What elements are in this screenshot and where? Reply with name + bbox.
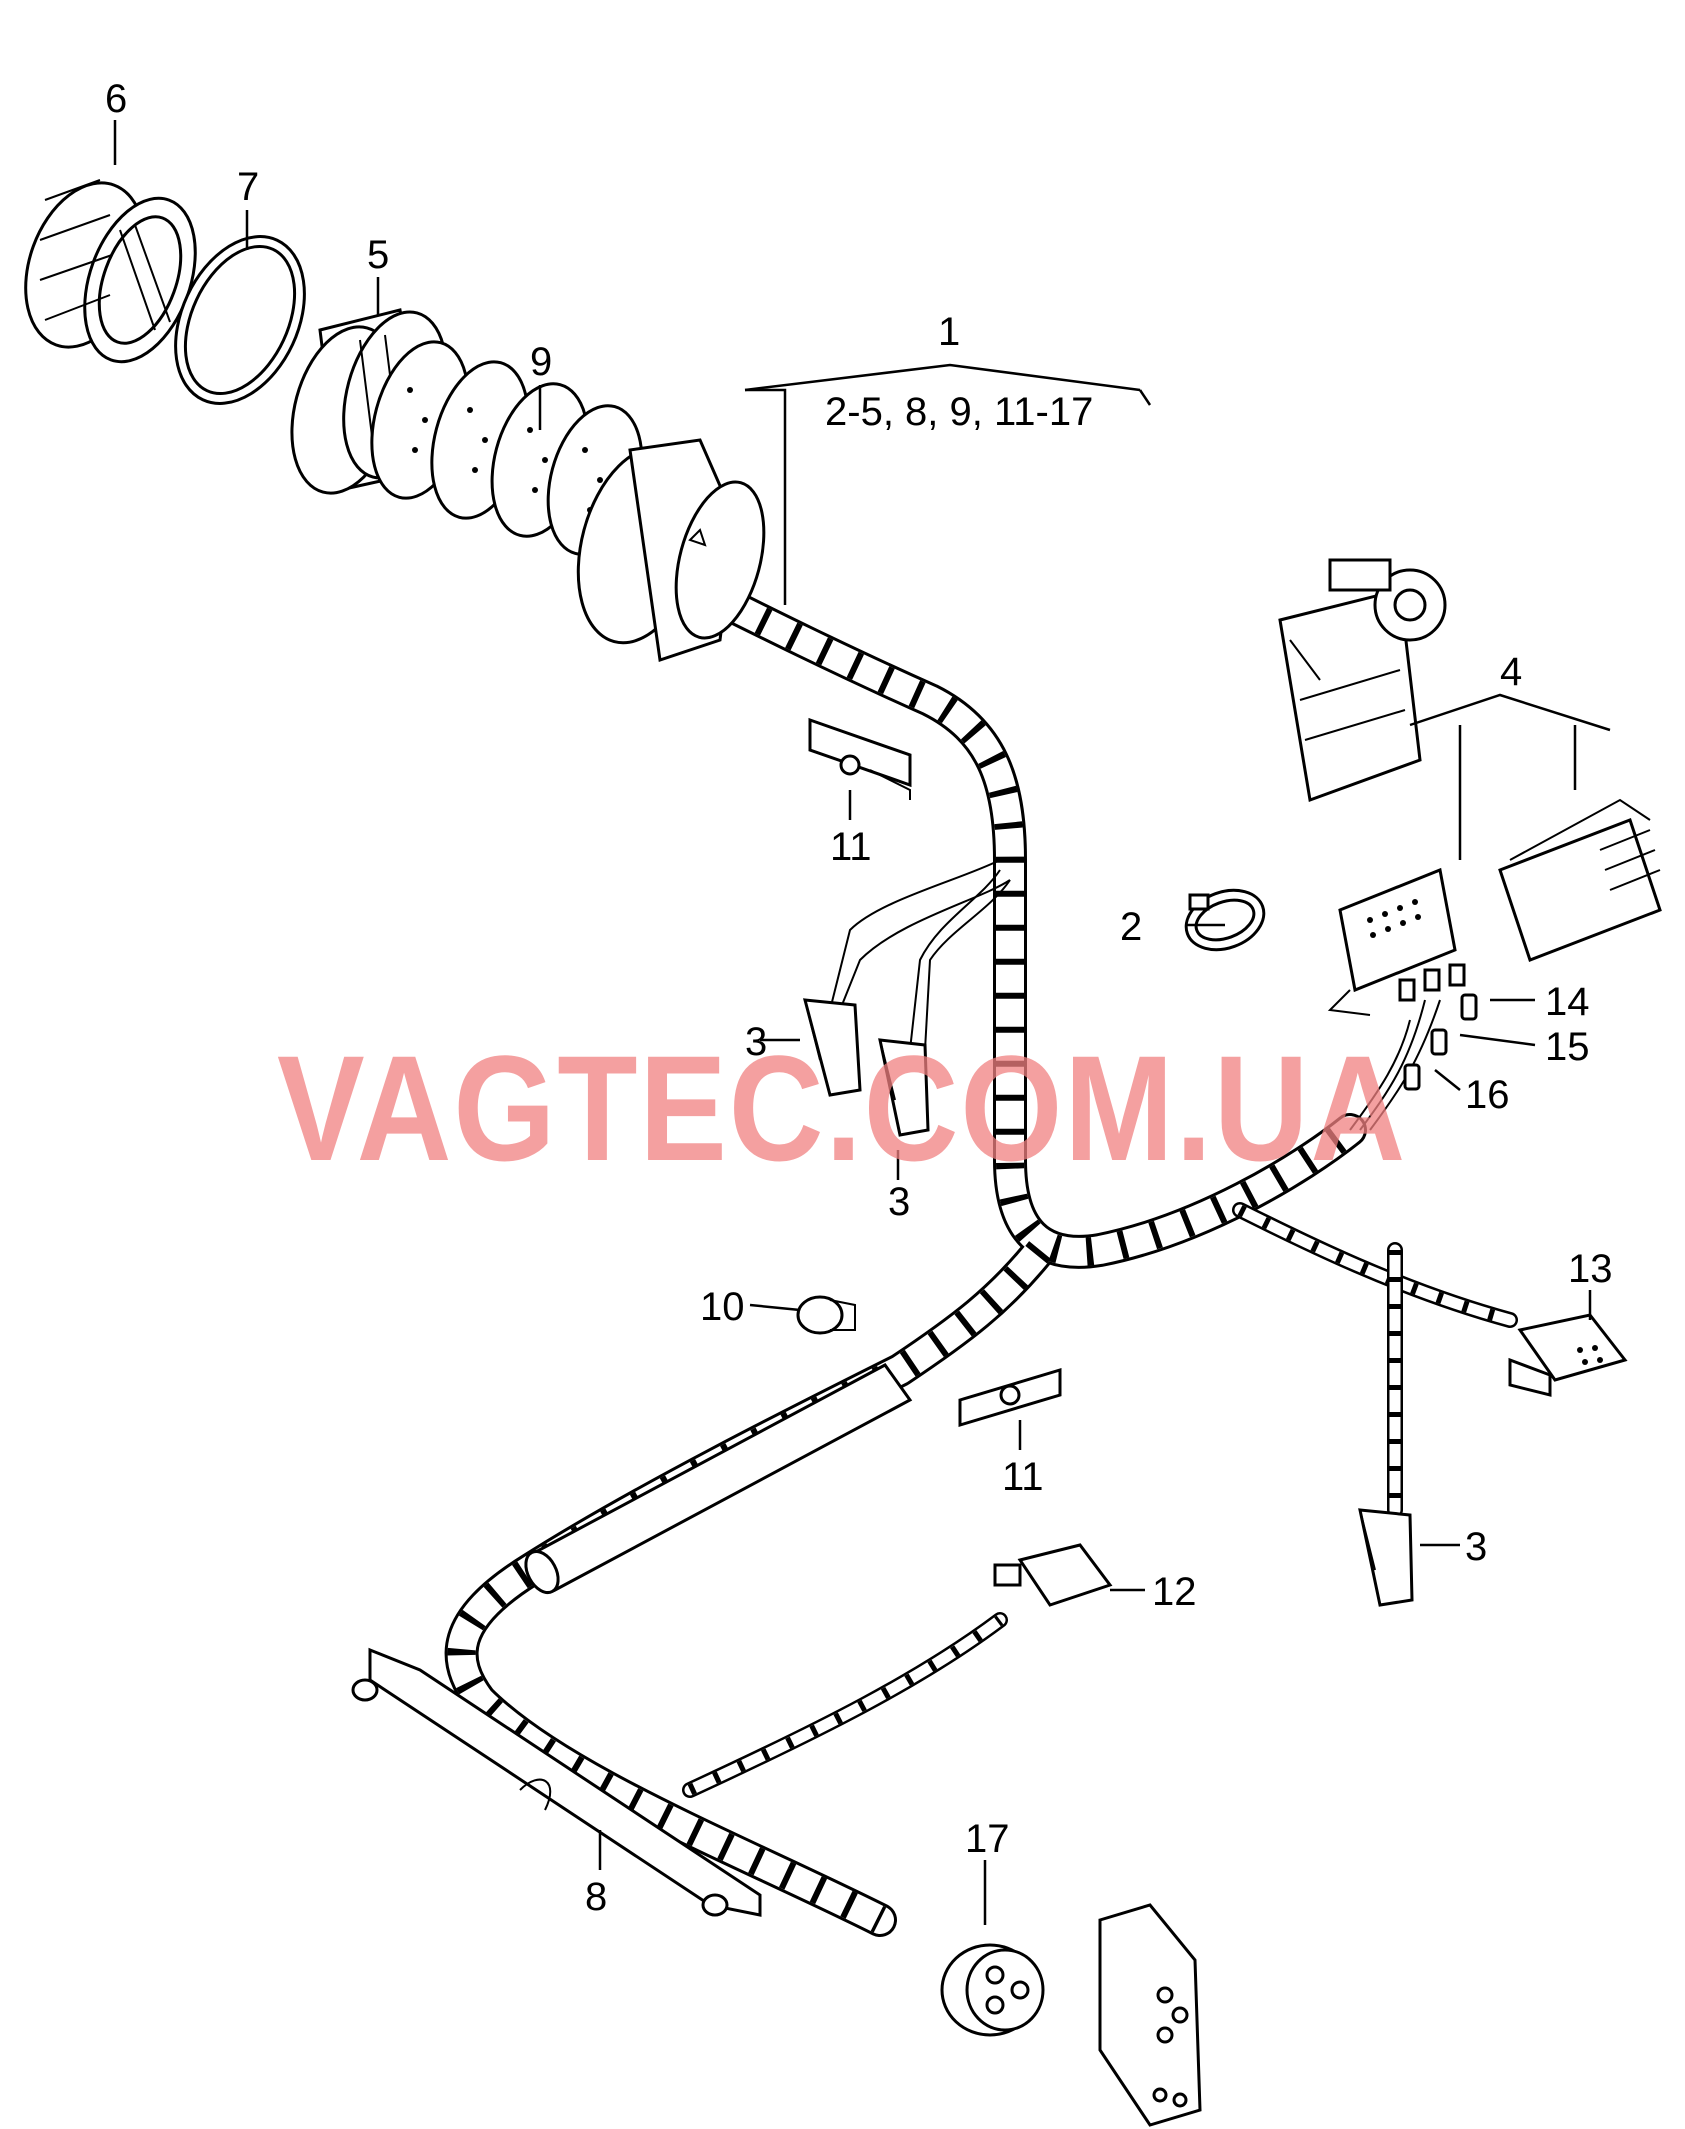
plug-connector-icon — [878, 1038, 930, 1137]
callout-1-range: 2-5, 8, 9, 11-17 — [825, 390, 1093, 434]
leader-lines — [113, 120, 1611, 1925]
bracket-icon — [958, 1367, 1062, 1428]
watermark-text: VAGTEC.COM.UA — [277, 1024, 1407, 1192]
callout-15: 15 — [1545, 1025, 1590, 1069]
callout-labels: 6 7 5 9 1 2-5, 8, 9, 11-17 2 3 3 3 4 10 … — [105, 77, 1613, 1919]
connector-housing-icon — [993, 1543, 1113, 1607]
callout-6: 6 — [105, 77, 127, 121]
callout-4: 4 — [1500, 650, 1522, 694]
cable-tie-icon — [1184, 888, 1266, 952]
callout-7: 7 — [237, 165, 259, 209]
callout-8: 8 — [585, 1875, 607, 1919]
grommet-icon — [576, 438, 766, 662]
small-plug-icon — [1403, 993, 1478, 1091]
bracket-plate-icon — [1098, 1903, 1202, 2127]
callout-17: 17 — [965, 1817, 1010, 1861]
clip-icon — [796, 1295, 856, 1335]
callout-5: 5 — [367, 233, 389, 277]
branch-wires — [682, 859, 1518, 1798]
callout-10: 10 — [700, 1285, 745, 1329]
bracket-icon — [808, 717, 912, 800]
plug-connector-icon — [802, 998, 862, 1097]
round-knob-icon — [24, 179, 197, 364]
callout-3a: 3 — [745, 1020, 767, 1064]
callout-14: 14 — [1545, 980, 1590, 1024]
callout-12: 12 — [1152, 1570, 1197, 1614]
callout-11a: 11 — [830, 825, 872, 869]
callout-3b: 3 — [888, 1180, 910, 1224]
callout-3c: 3 — [1465, 1525, 1487, 1569]
connector-housing-icon — [1508, 1313, 1628, 1397]
ring-seal-icon — [174, 235, 306, 405]
callout-16: 16 — [1465, 1073, 1510, 1117]
callout-1: 1 — [938, 310, 960, 354]
multi-pin-connector-icon — [1327, 867, 1466, 1016]
ground-strap-icon — [351, 1647, 762, 1917]
harness-sleeve — [524, 1363, 913, 1595]
multi-pin-connector-icon — [1498, 798, 1662, 962]
callout-9: 9 — [530, 340, 552, 384]
motor-unit-icon — [1278, 558, 1447, 803]
plug-connector-icon — [1358, 1508, 1414, 1607]
corrugated-sleeve-icon — [370, 340, 644, 556]
main-wiring-harness — [444, 573, 1367, 1937]
callout-13: 13 — [1568, 1247, 1613, 1291]
round-socket-icon — [940, 1943, 1045, 2037]
callout-2: 2 — [1120, 905, 1142, 949]
callout-11b: 11 — [1002, 1455, 1044, 1499]
